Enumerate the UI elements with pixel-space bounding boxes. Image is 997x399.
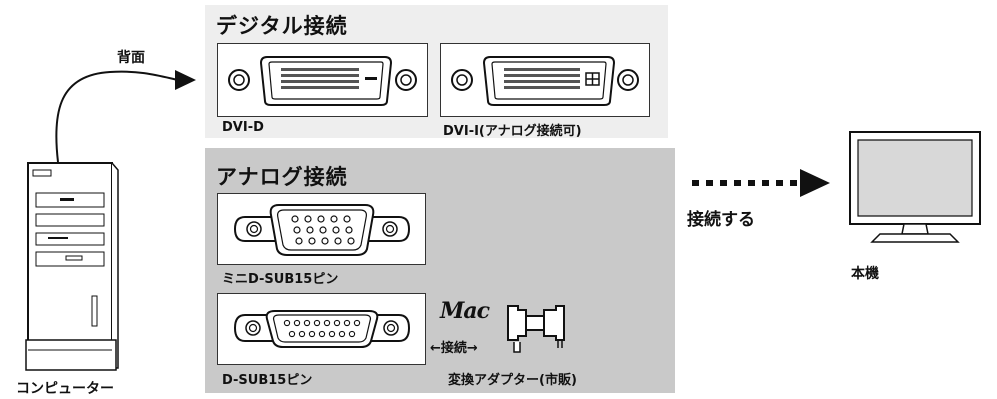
monitor-illustration xyxy=(849,131,981,243)
dsub-label: D-SUB15ピン xyxy=(222,373,313,388)
digital-connection-title: デジタル接続 xyxy=(216,14,348,38)
monitor-label: 本機 xyxy=(851,266,879,282)
computer-label: コンピューター xyxy=(16,381,114,397)
analog-connection-title: アナログ接続 xyxy=(216,165,348,189)
dsub-connector-icon xyxy=(233,310,411,348)
dvi-d-label: DVI-D xyxy=(222,120,264,135)
mini-dsub-label: ミニD-SUB15ピン xyxy=(222,272,339,287)
mini-dsub-connector-icon xyxy=(233,204,411,256)
back-label: 背面 xyxy=(117,50,145,66)
dvi-d-connector-icon xyxy=(228,56,417,106)
adapter-label: 変換アダプター(市販) xyxy=(448,373,577,388)
connect-label: 接続する xyxy=(687,210,755,230)
dvi-i-label: DVI-I(アナログ接続可) xyxy=(443,124,582,139)
mac-logo: Mac xyxy=(440,298,490,324)
computer-tower-illustration xyxy=(25,70,196,371)
dvi-i-connector-icon xyxy=(451,56,639,106)
adapter-icon xyxy=(507,305,565,353)
connect-small-label: ←接続→ xyxy=(430,341,478,356)
dotted-arrow xyxy=(692,169,830,197)
